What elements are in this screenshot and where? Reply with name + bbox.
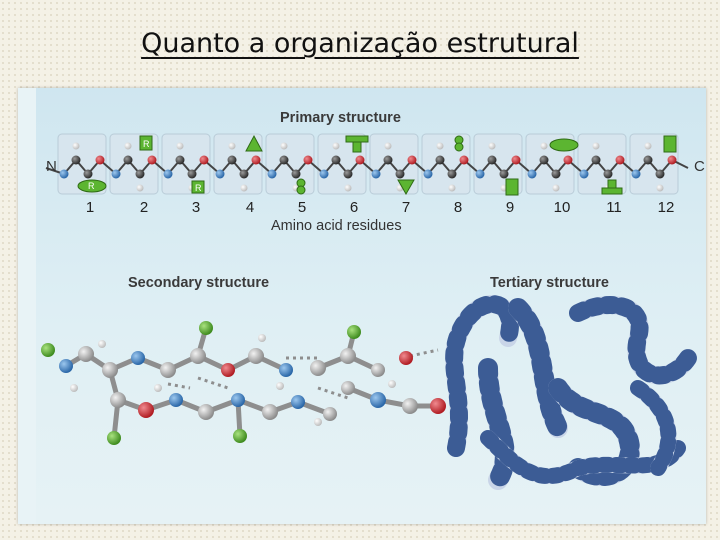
backbone-atom — [448, 170, 457, 179]
backbone-atom — [228, 156, 237, 165]
hydrogen-atom — [489, 143, 496, 150]
backbone-atom — [356, 156, 365, 165]
residue-number: 10 — [550, 199, 574, 216]
backbone-atom — [580, 170, 589, 179]
backbone-atom — [344, 170, 353, 179]
hydrogen-atom — [553, 185, 560, 192]
backbone-atom — [96, 156, 105, 165]
hydrogen-atom — [437, 143, 444, 150]
backbone-atom — [136, 170, 145, 179]
hydrogen-atom — [125, 143, 132, 150]
backbone-atom — [540, 156, 549, 165]
backbone-atom — [384, 156, 393, 165]
residue-number: 1 — [78, 199, 102, 216]
backbone-atom — [84, 170, 93, 179]
backbone-atom — [332, 156, 341, 165]
backbone-atom — [304, 156, 313, 165]
backbone-atom — [488, 156, 497, 165]
backbone-atom — [124, 156, 133, 165]
primary-structure-chain: R R R — [46, 134, 688, 195]
backbone-atom — [112, 170, 121, 179]
backbone-atom — [528, 170, 537, 179]
residue-number: 3 — [184, 199, 208, 216]
hydrogen-atom — [281, 143, 288, 150]
secondary-structure-model — [41, 321, 446, 445]
backbone-atom — [656, 170, 665, 179]
slide-title: Quanto a organização estrutural — [0, 28, 720, 59]
backbone-atom — [564, 156, 573, 165]
backbone-atom — [280, 156, 289, 165]
structure-illustration: R R R — [18, 88, 706, 524]
hydrogen-atom — [657, 185, 664, 192]
side-group-r-label-3: R — [195, 183, 202, 193]
hydrogen-atom — [385, 143, 392, 150]
backbone-atom — [372, 170, 381, 179]
backbone-atom — [164, 170, 173, 179]
residue-number: 8 — [446, 199, 470, 216]
backbone-atom — [252, 156, 261, 165]
hydrogen-atom — [593, 143, 600, 150]
side-group-r-label-2: R — [88, 181, 95, 191]
residue-number: 7 — [394, 199, 418, 216]
backbone-atom — [500, 170, 509, 179]
backbone-atom — [512, 156, 521, 165]
tertiary-structure-ribbon — [454, 304, 688, 480]
hydrogen-atom — [241, 185, 248, 192]
hydrogen-atom — [73, 143, 80, 150]
protein-structure-figure: R R R — [18, 88, 706, 524]
backbone-atom — [396, 170, 405, 179]
backbone-atom — [552, 170, 561, 179]
n-terminus-label: N — [46, 158, 57, 175]
backbone-atom — [320, 170, 329, 179]
residue-number: 11 — [602, 199, 626, 216]
side-group-r-label-1: R — [143, 139, 150, 149]
backbone-atom — [592, 156, 601, 165]
backbone-atom — [176, 156, 185, 165]
c-terminus-label: C — [694, 158, 705, 175]
backbone-atom — [268, 170, 277, 179]
tertiary-structure-label: Tertiary structure — [490, 275, 609, 291]
residue-number: 6 — [342, 199, 366, 216]
backbone-atom — [604, 170, 613, 179]
hydrogen-atom — [177, 143, 184, 150]
backbone-atom — [240, 170, 249, 179]
backbone-atom — [188, 170, 197, 179]
backbone-atom — [436, 156, 445, 165]
backbone-atom — [292, 170, 301, 179]
hydrogen-atom — [345, 185, 352, 192]
backbone-atom — [72, 156, 81, 165]
hydrogen-atom — [137, 185, 144, 192]
residue-number: 9 — [498, 199, 522, 216]
backbone-atom — [616, 156, 625, 165]
residue-number: 5 — [290, 199, 314, 216]
backbone-atom — [424, 170, 433, 179]
hydrogen-atom — [333, 143, 340, 150]
backbone-atom — [460, 156, 469, 165]
backbone-atom — [148, 156, 157, 165]
backbone-atom — [668, 156, 677, 165]
backbone-atom — [60, 170, 69, 179]
residue-number: 12 — [654, 199, 678, 216]
hydrogen-atom — [449, 185, 456, 192]
backbone-atom — [408, 156, 417, 165]
backbone-atom — [632, 170, 641, 179]
residue-number: 2 — [132, 199, 156, 216]
amino-acid-residues-label: Amino acid residues — [271, 218, 402, 234]
hydrogen-atom — [645, 143, 652, 150]
backbone-atom — [216, 170, 225, 179]
residue-number: 4 — [238, 199, 262, 216]
hydrogen-atom — [541, 143, 548, 150]
backbone-atom — [644, 156, 653, 165]
hydrogen-atom — [229, 143, 236, 150]
backbone-atom — [200, 156, 209, 165]
primary-structure-label: Primary structure — [280, 110, 401, 126]
backbone-atom — [476, 170, 485, 179]
secondary-structure-label: Secondary structure — [128, 275, 269, 291]
